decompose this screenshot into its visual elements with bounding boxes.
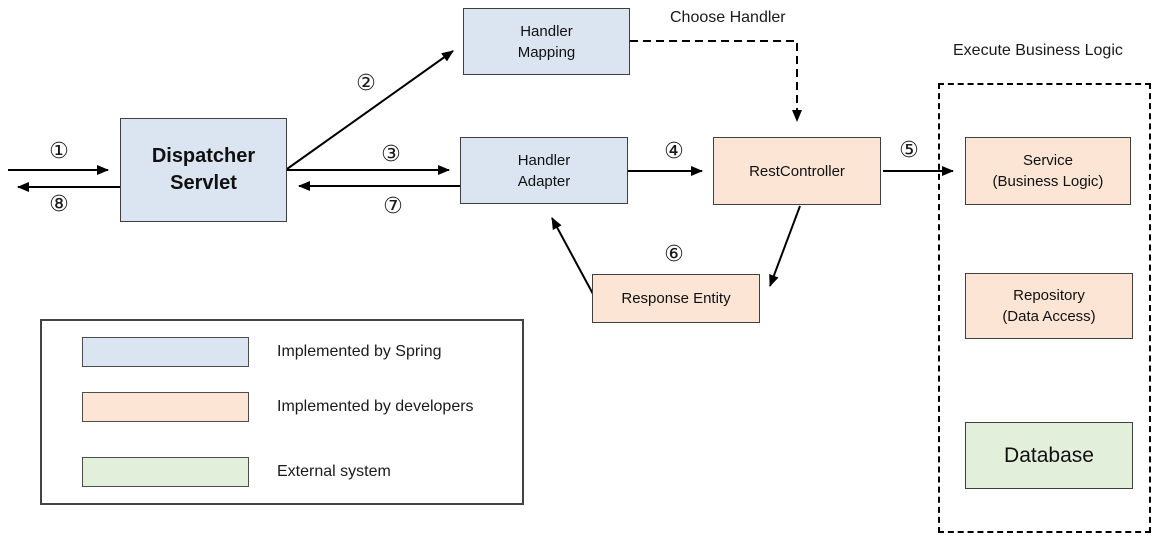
node-handler-adapter: Handler Adapter [460, 137, 628, 204]
legend-label-developers: Implemented by developers [277, 398, 474, 415]
legend-label-spring: Implemented by Spring [277, 343, 442, 360]
step-badge-3: ③ [381, 142, 401, 167]
node-response-entity: Response Entity [592, 274, 760, 323]
arrow-6-response-entity-to-adapter [551, 217, 594, 295]
arrow-2-dispatcher-to-handler-mapping [286, 50, 454, 170]
node-service: Service (Business Logic) [965, 137, 1131, 205]
legend-swatch-developers [82, 392, 249, 422]
step-badge-1: ① [49, 139, 69, 164]
choose-handler-label: Choose Handler [670, 9, 786, 26]
step-badge-6: ⑥ [664, 242, 684, 267]
node-database: Database [965, 422, 1133, 489]
legend-swatch-external [82, 457, 249, 487]
step-badge-4: ④ [664, 139, 684, 164]
step-badge-2: ② [356, 71, 376, 96]
node-handler-mapping: Handler Mapping [463, 8, 630, 75]
legend: Implemented by Spring Implemented by dev… [40, 319, 524, 505]
arrow-restcontroller-to-response-entity [769, 205, 801, 287]
legend-label-external: External system [277, 463, 391, 480]
node-restcontroller: RestController [713, 137, 881, 205]
step-badge-8: ⑧ [49, 192, 69, 217]
node-repository: Repository (Data Access) [965, 273, 1133, 339]
arrow-choose-handler-dashed [630, 40, 802, 122]
node-dispatcher-servlet: Dispatcher Servlet [120, 118, 287, 222]
execute-business-logic-container [938, 83, 1151, 533]
step-badge-7: ⑦ [383, 194, 403, 219]
execute-business-logic-label: Execute Business Logic [953, 42, 1123, 59]
legend-swatch-spring [82, 337, 249, 367]
step-badge-5: ⑤ [899, 138, 919, 163]
